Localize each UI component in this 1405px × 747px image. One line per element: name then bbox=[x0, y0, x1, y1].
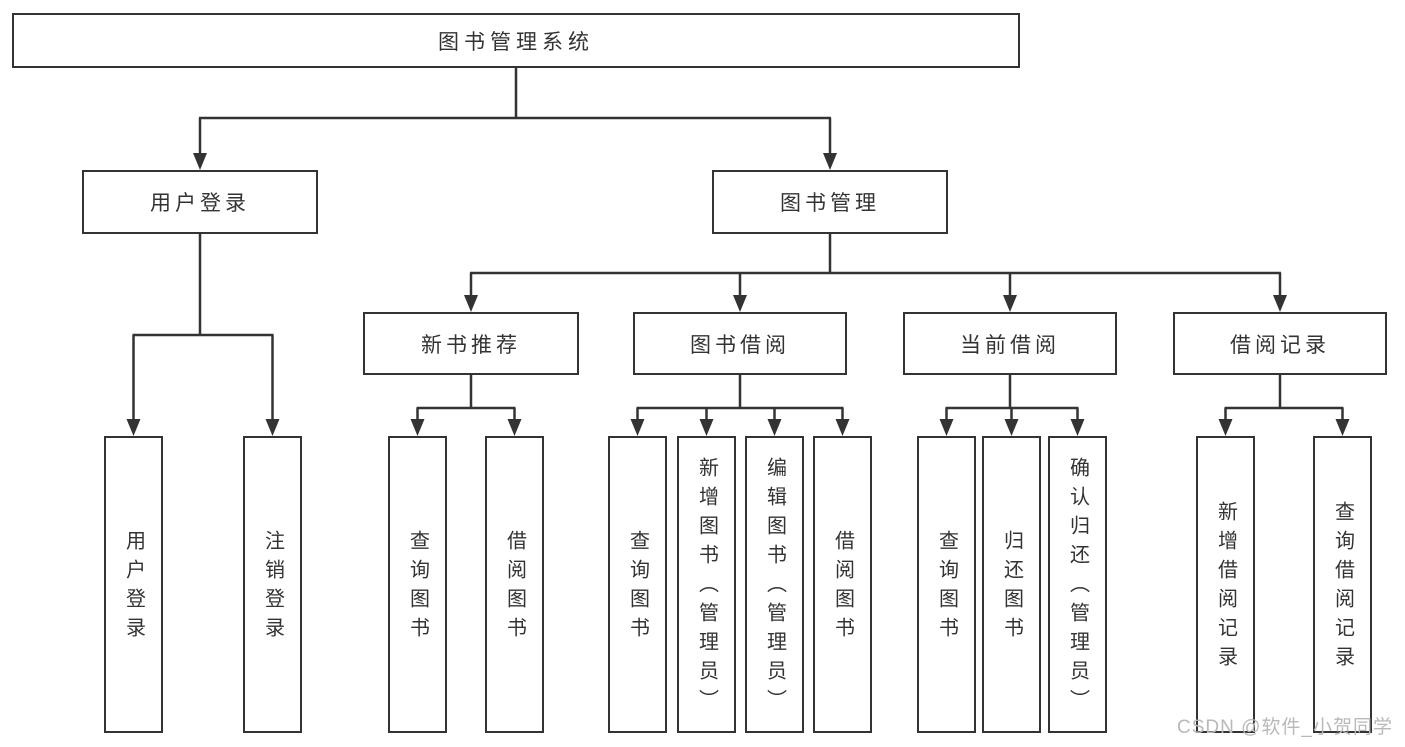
leaf-borrow-books: 借阅图书 bbox=[813, 436, 872, 733]
node-book-management: 图书管理 bbox=[712, 170, 948, 234]
leaf-user-login: 用户登录 bbox=[104, 436, 163, 733]
leaf-query-borrow-record: 查询借阅记录 bbox=[1313, 436, 1372, 733]
leaf-return-books: 归还图书 bbox=[982, 436, 1041, 733]
node-borrow-records: 借阅记录 bbox=[1173, 312, 1387, 375]
node-book-borrow: 图书借阅 bbox=[633, 312, 847, 375]
node-user-login: 用户登录 bbox=[82, 170, 318, 234]
leaf-query-books-current: 查询图书 bbox=[917, 436, 976, 733]
leaf-add-books-admin: 新增图书（管理员） bbox=[677, 436, 736, 733]
node-new-book-recommend: 新书推荐 bbox=[363, 312, 579, 375]
node-current-borrow: 当前借阅 bbox=[903, 312, 1117, 375]
leaf-borrow-books-recommend: 借阅图书 bbox=[485, 436, 544, 733]
leaf-add-borrow-record: 新增借阅记录 bbox=[1196, 436, 1255, 733]
arrowhead-icons bbox=[126, 153, 1350, 436]
leaf-query-books-borrow: 查询图书 bbox=[608, 436, 667, 733]
leaf-confirm-return-admin: 确认归还（管理员） bbox=[1048, 436, 1107, 733]
leaf-edit-books-admin: 编辑图书（管理员） bbox=[745, 436, 804, 733]
node-library-management-system: 图书管理系统 bbox=[12, 13, 1020, 68]
leaf-query-books-recommend: 查询图书 bbox=[388, 436, 447, 733]
csdn-watermark: CSDN @软件_小贺同学 bbox=[1177, 717, 1393, 738]
leaf-logout: 注销登录 bbox=[243, 436, 302, 733]
